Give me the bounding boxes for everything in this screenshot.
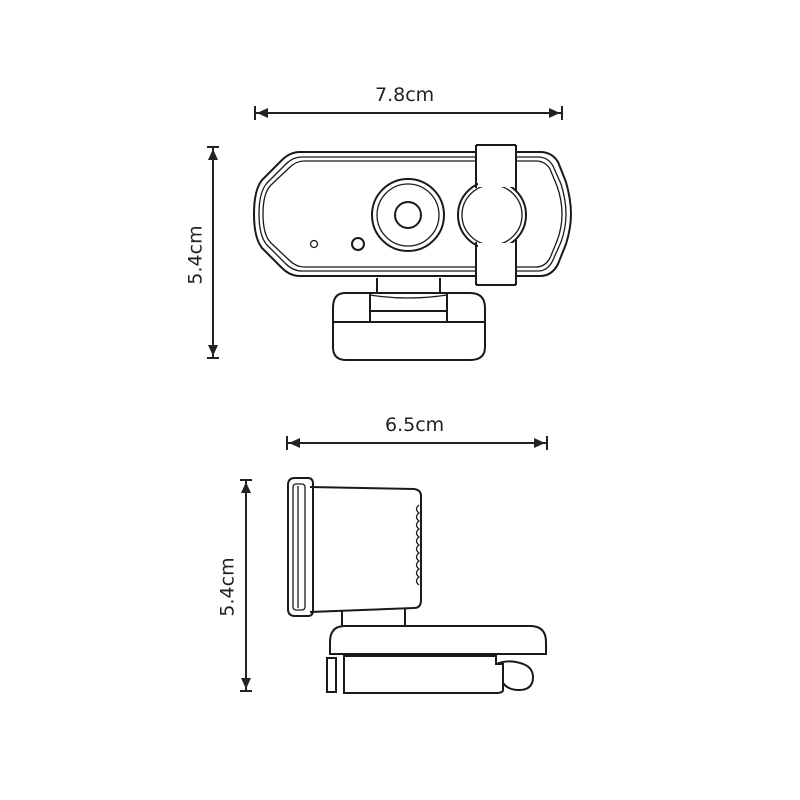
clip-bottom [343,655,535,694]
front-bezel [287,477,314,617]
camera-body-side [309,486,422,613]
indicator-led [309,239,319,249]
hinge-neck [376,278,441,294]
front-view [207,106,573,361]
microphone-hole [351,237,365,251]
side-width-dimension [286,436,548,450]
privacy-shutter [457,144,527,286]
grip-ridges [415,504,421,586]
front-height-label: 5.4cm [184,225,207,285]
side-height-label: 5.4cm [216,557,239,617]
lens [371,178,445,252]
camera-body [252,151,573,277]
side-view [240,436,548,694]
side-hinge-neck [341,608,406,626]
front-height-dimension [207,146,219,359]
front-width-dimension [254,106,563,120]
clip-tab [326,657,337,693]
clip-top [329,625,547,655]
front-width-label: 7.8cm [375,84,435,106]
mount-base [332,292,486,361]
side-width-label: 6.5cm [385,414,445,436]
side-height-dimension [240,479,252,692]
